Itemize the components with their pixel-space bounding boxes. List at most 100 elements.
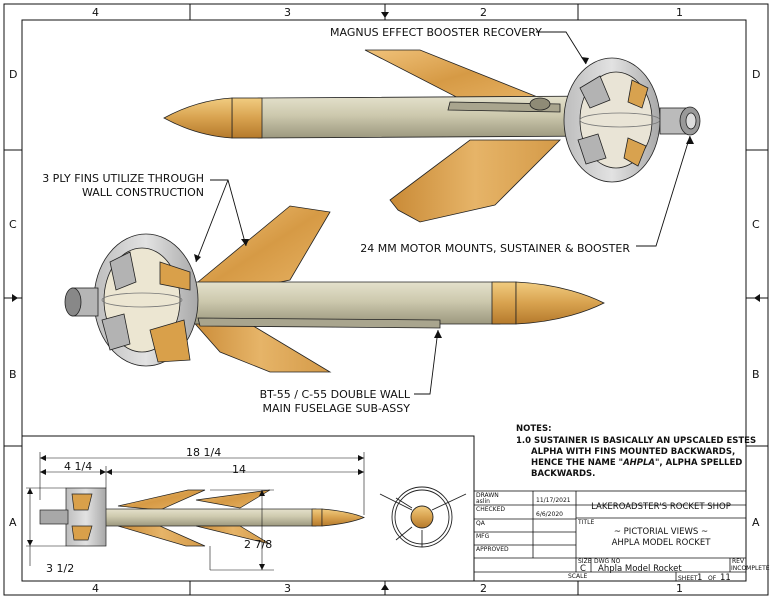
zone-col-bottom-2: 2 [480, 582, 487, 595]
dimension-view [39, 487, 365, 547]
tb-drawn-date: 11/17/2021 [536, 497, 571, 504]
middle-rocket-collar-rib [101, 292, 183, 308]
middle-rocket-collar-window [109, 251, 137, 291]
zone-col-bottom-3: 3 [284, 582, 291, 595]
top-rocket-slot-hole [529, 97, 551, 111]
tb-sheet-total: 11 [720, 573, 731, 583]
middle-rocket-shoulder [491, 281, 517, 325]
callout-motor: 24 MM MOTOR MOUNTS, SUSTAINER & BOOSTER [360, 242, 630, 255]
tb-size-label: SIZE [578, 558, 592, 565]
side-body-tube [99, 508, 317, 527]
sustainer-pictorial-middle [64, 205, 605, 373]
tb-drawn-label: DRAWN [476, 492, 499, 499]
notes-line2: ALPHA WITH FINS MOUNTED BACKWARDS, [531, 447, 735, 457]
top-rocket-body-tube [257, 95, 614, 139]
notes-line3-em: "AHPLA" [619, 458, 660, 468]
tb-title-line2: AHPLA MODEL ROCKET [612, 538, 712, 548]
tb-checked-label: CHECKED [476, 506, 505, 513]
callout-magnus: MAGNUS EFFECT BOOSTER RECOVERY [330, 26, 542, 39]
dimension-lines [26, 452, 365, 571]
dim-booster: 4 1/4 [64, 460, 92, 473]
top-rocket-collar-fin-stub [627, 79, 649, 109]
zone-row-right-B: B [752, 368, 760, 381]
zone-row-right-D: D [752, 68, 760, 81]
tb-sheet-label: SHEET [678, 575, 698, 582]
tb-drawn-by: aslin [476, 498, 490, 505]
end-view [379, 486, 467, 548]
middle-rocket-fin-slot [197, 317, 441, 329]
tb-scale-label: SCALE [568, 573, 587, 580]
middle-rocket-fin-upper [197, 205, 331, 293]
callout-fins-line2: WALL CONSTRUCTION [82, 186, 204, 199]
tb-of-label: OF [708, 575, 717, 582]
side-collar-fin-a [71, 493, 93, 511]
top-rocket-nose-cone [163, 97, 233, 139]
notes-block: NOTES: 1.0 SUSTAINER IS BASICALLY AN UPS… [516, 424, 756, 479]
dim-sustainer: 14 [232, 463, 246, 476]
zone-row-left-D: D [9, 68, 17, 81]
callout-bt-line1: BT-55 / C-55 DOUBLE WALL [260, 388, 411, 401]
top-rocket-shoulder [231, 97, 263, 139]
dimension-arrows [27, 455, 364, 570]
zone-row-right-A: A [752, 516, 760, 529]
tb-qa-label: QA [476, 520, 486, 527]
leader-lines [195, 31, 691, 395]
tb-title-label: TITLE [577, 519, 594, 526]
zone-col-top-4: 4 [92, 6, 99, 19]
middle-rocket-nose-cone [515, 281, 605, 325]
side-fin-bottom-long [195, 525, 271, 545]
leader-arrows [194, 57, 694, 338]
tb-company: LAKEROADSTER'S ROCKET SHOP [591, 502, 731, 512]
callout-fins-line1: 3 PLY FINS UTILIZE THROUGH [42, 172, 204, 185]
top-rocket-collar-window [579, 75, 611, 109]
zone-row-left-C: C [9, 218, 17, 231]
notes-line3-post: , ALPHA SPELLED [659, 458, 742, 468]
notes-line3: HENCE THE NAME "AHPLA", ALPHA SPELLED [531, 458, 742, 468]
tb-rev: INCOMPLETE [731, 565, 770, 572]
dim-span: 2 7/8 [244, 538, 272, 551]
side-fin-top-long [195, 489, 271, 509]
side-fin-upper [117, 489, 206, 511]
zone-col-top-2: 2 [480, 6, 487, 19]
top-rocket-fin-lower [389, 139, 561, 223]
tb-checked-date: 6/6/2020 [536, 511, 563, 518]
tb-size: C [580, 564, 586, 574]
side-shoulder [311, 508, 323, 527]
title-block [473, 490, 747, 582]
top-rocket-fin-upper [364, 49, 546, 105]
sustainer-pictorial-top [163, 49, 701, 223]
notes-line3-pre: HENCE THE NAME [531, 458, 619, 468]
zone-col-bottom-4: 4 [92, 582, 99, 595]
side-fin-lower [117, 525, 206, 547]
middle-rocket-body-tube [181, 281, 501, 325]
tb-dwg-label: DWG NO [594, 558, 621, 565]
tb-sheet-no: 1 [697, 573, 702, 583]
tb-mfg-label: MFG [476, 533, 490, 540]
top-rocket-collar-window-2 [577, 133, 607, 165]
zone-row-left-A: A [9, 516, 17, 529]
callout-bt-line2: MAIN FUSELAGE SUB-ASSY [263, 402, 411, 415]
middle-rocket-motor-ring [64, 287, 82, 317]
middle-rocket-collar-fin-stub-2 [159, 261, 191, 291]
middle-rocket-collar-window-2 [101, 313, 131, 351]
side-nose [321, 508, 365, 527]
zone-col-top-1: 1 [676, 6, 683, 19]
tb-dwg-no: Ahpla Model Rocket [598, 564, 682, 574]
middle-rocket-collar-fin-stub [149, 319, 191, 363]
zone-col-bottom-1: 1 [676, 582, 683, 595]
zone-col-top-3: 3 [284, 6, 291, 19]
tb-approved-label: APPROVED [476, 546, 509, 553]
side-motor-mount [39, 509, 69, 525]
notes-line4: BACKWARDS. [531, 469, 595, 479]
notes-line1: 1.0 SUSTAINER IS BASICALLY AN UPSCALED E… [516, 436, 756, 446]
end-view-nose [410, 505, 434, 529]
outer-border [3, 3, 769, 596]
tb-rev-label: REV [732, 558, 745, 565]
center-arrows [12, 12, 760, 590]
zone-row-left-B: B [9, 368, 17, 381]
dim-overall: 18 1/4 [186, 446, 221, 459]
side-collar-fin-b [71, 525, 93, 541]
top-rocket-collar-fin-stub-2 [623, 137, 647, 167]
